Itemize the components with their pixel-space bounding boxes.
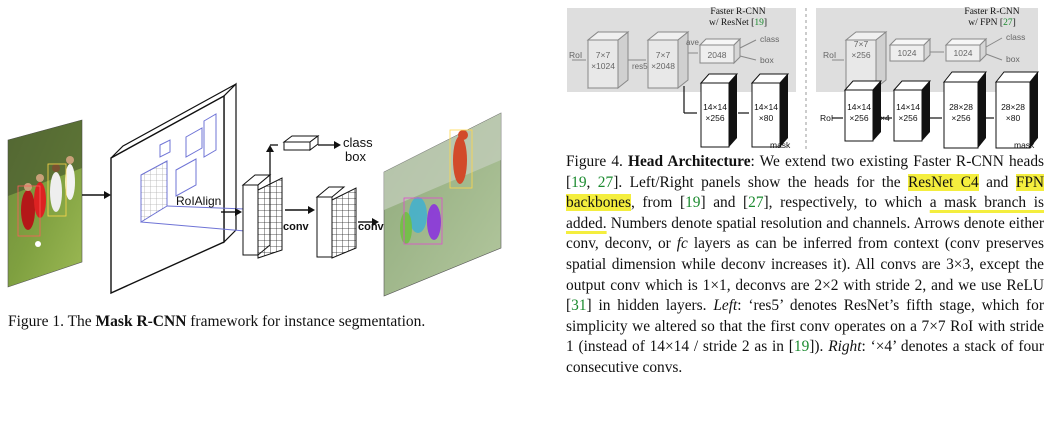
- right-m3-l2: ×256: [951, 113, 970, 123]
- cite-19[interactable]: 19: [794, 338, 809, 355]
- left-title-1: Faster R-CNN: [710, 7, 765, 17]
- left-ave: ave: [686, 38, 699, 47]
- class-box-fc: [284, 136, 318, 150]
- left-title-2: w/ ResNet [19]: [709, 18, 767, 28]
- right-roi-top: RoI: [823, 50, 836, 60]
- conv-label-1: conv: [283, 221, 310, 233]
- fig1-box-label: box: [345, 149, 366, 164]
- left-mask2-l1: 14×14: [754, 102, 778, 112]
- figure4-diagram: Faster R-CNN w/ ResNet [19] Faster R-CNN…: [560, 0, 1044, 150]
- left-mask1-l1: 14×14: [703, 102, 727, 112]
- left-class: class: [760, 34, 779, 44]
- roialign-label: RoIAlign: [176, 194, 221, 208]
- cite-19[interactable]: 19: [685, 194, 700, 211]
- backbone-block: [111, 84, 245, 293]
- right-fc1: 1024: [898, 48, 917, 58]
- left-box1-l2: ×1024: [591, 61, 615, 71]
- mask-feature-map-1: [317, 187, 356, 258]
- fig1-caption-suffix: framework for instance segmentation.: [186, 313, 425, 330]
- cite-31[interactable]: 31: [571, 297, 586, 314]
- right-m2-l1: 14×14: [896, 102, 920, 112]
- fig1-caption-bold: Mask R-CNN: [96, 313, 187, 330]
- figure1-diagram: RoIAlign conv class box conv: [0, 0, 540, 300]
- right-m3-l1: 28×28: [949, 102, 973, 112]
- right-title-2: w/ FPN [27]: [968, 18, 1016, 28]
- left-box1-l1: 7×7: [596, 50, 611, 60]
- cite-27[interactable]: 27: [748, 194, 763, 211]
- figure1-caption: Figure 1. The Mask R-CNN framework for i…: [8, 312, 425, 331]
- left-box: box: [760, 55, 774, 65]
- right-m2-l2: ×256: [898, 113, 917, 123]
- fig1-class-label: class: [343, 135, 373, 150]
- highlight-resnet-c4: ResNet C4: [908, 174, 979, 191]
- right-m1-l1: 14×14: [847, 102, 871, 112]
- fig1-caption-prefix: Figure 1. The: [8, 313, 96, 330]
- right-mask-label: mask: [1014, 140, 1035, 150]
- left-mask1-l2: ×256: [705, 113, 724, 123]
- cite-19[interactable]: 19: [571, 174, 586, 191]
- left-roi: RoI: [569, 50, 582, 60]
- roi-feature-map: [243, 175, 282, 258]
- right-box1-l2: ×256: [851, 50, 870, 60]
- figure4-caption: Figure 4. Head Architecture: We extend t…: [566, 152, 1044, 379]
- input-image: [8, 120, 82, 287]
- right-roi-bottom: RoI: [820, 113, 833, 123]
- right-x4: ×4: [880, 113, 890, 123]
- left-box2-l2: ×2048: [651, 61, 675, 71]
- right-class: class: [1006, 32, 1025, 42]
- left-mask2-l2: ×80: [759, 113, 774, 123]
- left-fc: 2048: [708, 50, 727, 60]
- right-m1-l2: ×256: [849, 113, 868, 123]
- conv-label-2: conv: [358, 221, 385, 233]
- right-box1-l1: 7×7: [854, 39, 869, 49]
- left-mask-label: mask: [770, 140, 791, 150]
- right-m4-l2: ×80: [1006, 113, 1021, 123]
- right-box: box: [1006, 54, 1020, 64]
- output-image: [384, 113, 501, 296]
- left-box2-l1: 7×7: [656, 50, 671, 60]
- right-m4-l1: 28×28: [1001, 102, 1025, 112]
- right-fc2: 1024: [954, 48, 973, 58]
- right-title-1: Faster R-CNN: [964, 7, 1019, 17]
- cite-27[interactable]: 27: [598, 174, 613, 191]
- left-res5: res5: [632, 62, 648, 71]
